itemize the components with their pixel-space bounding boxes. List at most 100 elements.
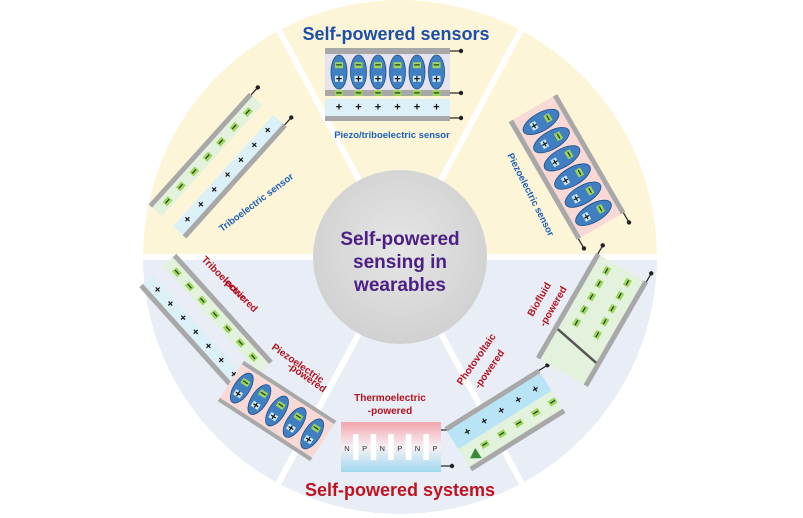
cell-bottom-chip bbox=[529, 121, 539, 131]
cell-top-chip bbox=[240, 377, 251, 388]
cell-bottom-chip bbox=[432, 75, 441, 82]
negative-chip bbox=[547, 397, 558, 407]
negative-chip bbox=[216, 136, 226, 147]
negative-charge-symbol: − bbox=[433, 60, 439, 72]
negative-charge-symbol: − bbox=[541, 112, 555, 124]
negative-chip bbox=[374, 90, 382, 96]
negative-charge-symbol: − bbox=[591, 329, 605, 341]
negative-chip bbox=[432, 90, 441, 96]
thermo-leg-label: P bbox=[397, 444, 402, 453]
piezoelectric-sensor-diagram: −+−+−+−+−+−+ bbox=[508, 94, 632, 251]
negative-charge-symbol: − bbox=[572, 167, 586, 179]
negative-chip bbox=[210, 309, 220, 320]
cell-bottom-chip bbox=[571, 193, 581, 204]
negative-chip bbox=[530, 407, 541, 418]
negative-charge-symbol: − bbox=[394, 88, 400, 100]
cell-top-chip bbox=[564, 149, 574, 160]
negative-chip bbox=[354, 90, 363, 96]
positive-charge-symbol: + bbox=[479, 415, 491, 429]
negative-charge-symbol: − bbox=[394, 60, 400, 72]
negative-chip bbox=[413, 90, 421, 96]
thermo-gap bbox=[405, 434, 412, 460]
positive-charge-symbol: + bbox=[558, 175, 572, 187]
negative-charge-symbol: − bbox=[621, 277, 635, 289]
cell-top-chip bbox=[393, 62, 402, 69]
cell-bottom-chip bbox=[581, 211, 592, 222]
positive-charge-symbol: + bbox=[285, 422, 297, 436]
positive-charge-symbol: + bbox=[336, 73, 342, 85]
negative-charge-symbol: − bbox=[336, 88, 342, 100]
negative-charge-symbol: − bbox=[310, 422, 322, 436]
systems-section-title: Self-powered systems bbox=[305, 480, 495, 500]
negative-charge-symbol: − bbox=[600, 265, 614, 277]
positive-charge-symbol: + bbox=[302, 433, 314, 447]
cell-bottom-chip bbox=[354, 75, 363, 82]
triboelectric-powered-diagram: −−−−−−− +++++++ bbox=[139, 253, 273, 395]
cell-top-chip bbox=[258, 389, 269, 399]
negative-chip bbox=[592, 329, 602, 340]
positive-charge-symbol: + bbox=[249, 399, 261, 413]
negative-charge-symbol: − bbox=[551, 131, 565, 143]
negative-chip bbox=[335, 90, 343, 96]
positive-charge-symbol: + bbox=[527, 120, 541, 132]
positive-charge-symbol: + bbox=[355, 102, 361, 114]
cell-bottom-chip bbox=[550, 157, 560, 168]
negative-chip bbox=[229, 121, 240, 132]
cell-top-chip bbox=[553, 131, 564, 142]
cell-top-chip bbox=[310, 423, 321, 433]
negative-chip bbox=[184, 281, 195, 292]
positive-charge-symbol: + bbox=[530, 383, 542, 397]
thermo-leg-label: P bbox=[362, 444, 367, 453]
negative-charge-symbol: − bbox=[375, 60, 381, 72]
thermo-leg-label: P bbox=[432, 444, 437, 453]
negative-charge-symbol: − bbox=[513, 417, 525, 431]
cell-bottom-chip bbox=[268, 412, 279, 422]
cell-top-chip bbox=[335, 62, 343, 69]
positive-charge-symbol: + bbox=[394, 73, 400, 85]
triboelectric-sensor-diagram: −−−−−−− +++++++ bbox=[148, 85, 294, 239]
thermoelectric-powered-label-line2: -powered bbox=[368, 406, 412, 417]
thermo-leg-label: N bbox=[415, 444, 420, 453]
positive-charge-symbol: + bbox=[375, 102, 381, 114]
cell-bottom-chip bbox=[303, 434, 314, 445]
negative-charge-symbol: − bbox=[257, 387, 269, 401]
positive-charge-symbol: + bbox=[579, 211, 593, 223]
cell-top-chip bbox=[574, 167, 585, 178]
positive-charge-symbol: + bbox=[355, 73, 361, 85]
negative-charge-symbol: − bbox=[570, 317, 584, 329]
piezoelectric-powered-diagram: −+−+−+−+−+ bbox=[217, 360, 337, 462]
positive-charge-symbol: + bbox=[548, 157, 562, 169]
cell-top-chip bbox=[293, 412, 304, 422]
negative-charge-symbol: − bbox=[606, 303, 620, 315]
negative-charge-symbol: − bbox=[274, 399, 286, 413]
thermo-gap bbox=[370, 434, 377, 460]
negative-chip bbox=[171, 267, 182, 278]
cell-bottom-chip bbox=[233, 389, 244, 399]
positive-charge-symbol: + bbox=[336, 102, 342, 114]
negative-charge-symbol: − bbox=[578, 304, 592, 316]
negative-chip bbox=[579, 304, 589, 315]
positive-charge-symbol: + bbox=[496, 404, 508, 418]
negative-chip bbox=[162, 196, 173, 207]
negative-chip bbox=[248, 351, 259, 362]
cell-top-chip bbox=[432, 62, 441, 69]
negative-chip bbox=[222, 323, 233, 334]
cell-top-chip bbox=[354, 62, 363, 69]
cell-bottom-chip bbox=[413, 75, 421, 82]
negative-chip bbox=[189, 166, 200, 177]
negative-charge-symbol: − bbox=[547, 396, 559, 410]
cell-top-chip bbox=[595, 203, 606, 214]
negative-chip bbox=[235, 337, 246, 348]
negative-charge-symbol: − bbox=[530, 406, 542, 420]
cell-top-chip bbox=[543, 113, 553, 123]
thermo-gap bbox=[388, 434, 394, 460]
cell-top-chip bbox=[374, 62, 382, 69]
negative-chip bbox=[600, 316, 610, 327]
positive-charge-symbol: + bbox=[232, 387, 244, 401]
thermo-leg-label: N bbox=[344, 444, 349, 453]
negative-chip bbox=[175, 181, 186, 192]
negative-chip bbox=[242, 107, 253, 118]
thermo-gap bbox=[423, 434, 429, 460]
negative-charge-symbol: − bbox=[433, 88, 439, 100]
